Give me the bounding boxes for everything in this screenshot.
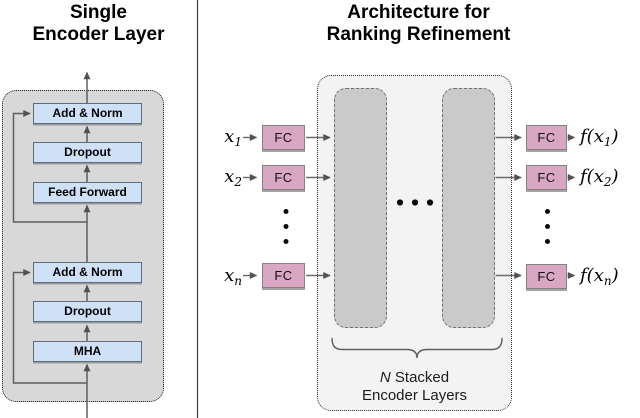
left-title-line2: Encoder Layer xyxy=(32,24,165,45)
block-dropout-bottom: Dropout xyxy=(33,301,142,322)
fc-block-input-n: FC xyxy=(262,263,305,288)
fxn-base: x xyxy=(593,265,604,286)
right-panel-title: Architecture for Ranking Refinement xyxy=(197,2,640,46)
x2-base: x xyxy=(224,166,235,187)
fx1-base: x xyxy=(593,126,604,147)
block-dropout-top: Dropout xyxy=(33,142,142,163)
xn-subscript: n xyxy=(234,274,242,288)
right-title-line1: Architecture for xyxy=(347,2,490,23)
block-feed-forward: Feed Forward xyxy=(33,182,142,203)
block-mha: MHA xyxy=(33,341,142,362)
output-label-fx1: f(x1) xyxy=(580,125,640,149)
fx1-open-paren: ( xyxy=(586,126,594,147)
fc-block-input-2: FC xyxy=(262,165,305,190)
input-label-x1: x1 xyxy=(200,125,242,149)
vertical-ellipsis-right xyxy=(545,209,550,244)
stacked-layers-caption: N Stacked Encoder Layers xyxy=(317,369,512,405)
fx2-base: x xyxy=(593,166,604,187)
fxn-f: f xyxy=(580,265,587,286)
fc-block-input-1: FC xyxy=(262,125,305,150)
stacked-layers-brace xyxy=(331,337,503,359)
fx2-subscript: 2 xyxy=(603,175,612,189)
fxn-subscript: n xyxy=(603,274,612,288)
block-add-norm-bottom: Add & Norm xyxy=(33,262,142,283)
fx2-open-paren: ( xyxy=(586,166,594,187)
residual-connections xyxy=(12,110,87,384)
xn-base: x xyxy=(224,265,235,286)
horizontal-ellipsis-stacks xyxy=(396,199,434,206)
fx1-subscript: 1 xyxy=(603,135,612,149)
output-label-fx2: f(x2) xyxy=(580,165,640,189)
fxn-open-paren: ( xyxy=(586,265,594,286)
vertical-ellipsis-left xyxy=(283,209,289,244)
x1-base: x xyxy=(224,126,235,147)
fc-block-output-1: FC xyxy=(526,125,567,150)
left-title-line1: Single xyxy=(69,2,127,23)
caption-n-symbol: N xyxy=(379,369,391,386)
fx2-f: f xyxy=(580,166,587,187)
fc-block-output-2: FC xyxy=(526,165,567,190)
residual-skip-bottom xyxy=(12,269,87,384)
residual-skip-top xyxy=(12,110,87,223)
block-add-norm-top: Add & Norm xyxy=(33,103,142,124)
input-label-x2: x2 xyxy=(200,165,242,189)
x1-subscript: 1 xyxy=(234,135,242,149)
input-label-xn: xn xyxy=(200,264,242,288)
caption-line2: Encoder Layers xyxy=(361,387,468,404)
output-label-fxn: f(xn) xyxy=(580,264,640,288)
fx1-close-paren: ) xyxy=(611,126,619,147)
ranking-row-arrows xyxy=(243,134,576,279)
fxn-close-paren: ) xyxy=(611,265,619,286)
left-panel-title: Single Encoder Layer xyxy=(0,2,197,46)
right-title-line2: Ranking Refinement xyxy=(326,24,511,45)
fc-block-output-n: FC xyxy=(526,264,567,289)
encoder-stack-rect-left xyxy=(334,88,387,328)
caption-line1: N Stacked xyxy=(317,369,512,387)
x2-subscript: 2 xyxy=(234,175,242,189)
caption-line1-rest: Stacked xyxy=(390,369,450,386)
encoder-stack-rect-right xyxy=(442,88,495,328)
fx2-close-paren: ) xyxy=(611,166,619,187)
fx1-f: f xyxy=(580,126,587,147)
